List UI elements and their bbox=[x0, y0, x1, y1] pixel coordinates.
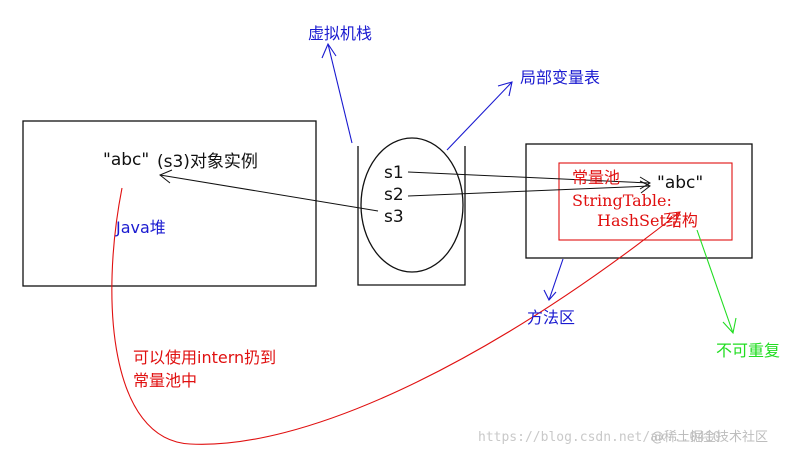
method-area-box bbox=[525, 143, 753, 259]
string-table-label: StringTable: bbox=[572, 191, 672, 210]
constant-pool-box bbox=[558, 162, 733, 241]
vm-stack-label: 虚拟机栈 bbox=[308, 24, 373, 43]
method-area-label: 方法区 bbox=[527, 308, 576, 327]
intern-arrowhead bbox=[663, 211, 681, 227]
java-heap-label: Java堆 bbox=[116, 218, 166, 237]
s1-reference-arrow bbox=[407, 171, 651, 184]
method-area-arrowhead bbox=[543, 289, 557, 301]
watermark-brand: @稀土掘金技术社区 bbox=[651, 430, 769, 445]
no-duplicate-pointer bbox=[696, 229, 734, 334]
s2-reference-arrow bbox=[407, 185, 651, 197]
local-vars-pointer bbox=[446, 81, 513, 151]
heap-abc-literal: "abc" bbox=[103, 150, 150, 170]
vm-stack-arrowhead bbox=[321, 42, 337, 59]
method-area-pointer bbox=[548, 258, 564, 301]
local-variable-ellipse bbox=[360, 137, 464, 273]
constant-pool-label: 常量池 bbox=[572, 168, 621, 187]
pool-abc-literal: "abc" bbox=[657, 173, 704, 193]
no-duplicate-arrowhead bbox=[722, 317, 737, 335]
no-duplicate-label: 不可重复 bbox=[716, 341, 781, 360]
local-vars-label: 局部变量表 bbox=[520, 68, 601, 87]
s3-reference-arrow bbox=[159, 174, 379, 212]
var-s2: s2 bbox=[384, 185, 404, 205]
local-vars-arrowhead bbox=[497, 81, 513, 97]
vm-stack-pointer bbox=[327, 43, 353, 144]
s3-arrowhead bbox=[159, 169, 173, 184]
var-s1: s1 bbox=[384, 163, 404, 183]
vm-stack-container bbox=[357, 146, 466, 286]
intern-note-line1: 可以使用intern扔到 bbox=[133, 348, 277, 367]
java-heap-box bbox=[22, 120, 317, 287]
s1-arrowhead bbox=[639, 176, 651, 190]
intern-note-line2: 常量池中 bbox=[133, 371, 198, 390]
s2-arrowhead bbox=[639, 180, 651, 194]
watermark-url: https://blog.csdn.net/ax...0410 bbox=[478, 430, 721, 445]
s3-instance-label: (s3)对象实例 bbox=[157, 152, 258, 172]
hashset-label: HashSet结构 bbox=[597, 211, 698, 230]
intern-curve bbox=[111, 187, 681, 445]
var-s3: s3 bbox=[384, 207, 404, 227]
